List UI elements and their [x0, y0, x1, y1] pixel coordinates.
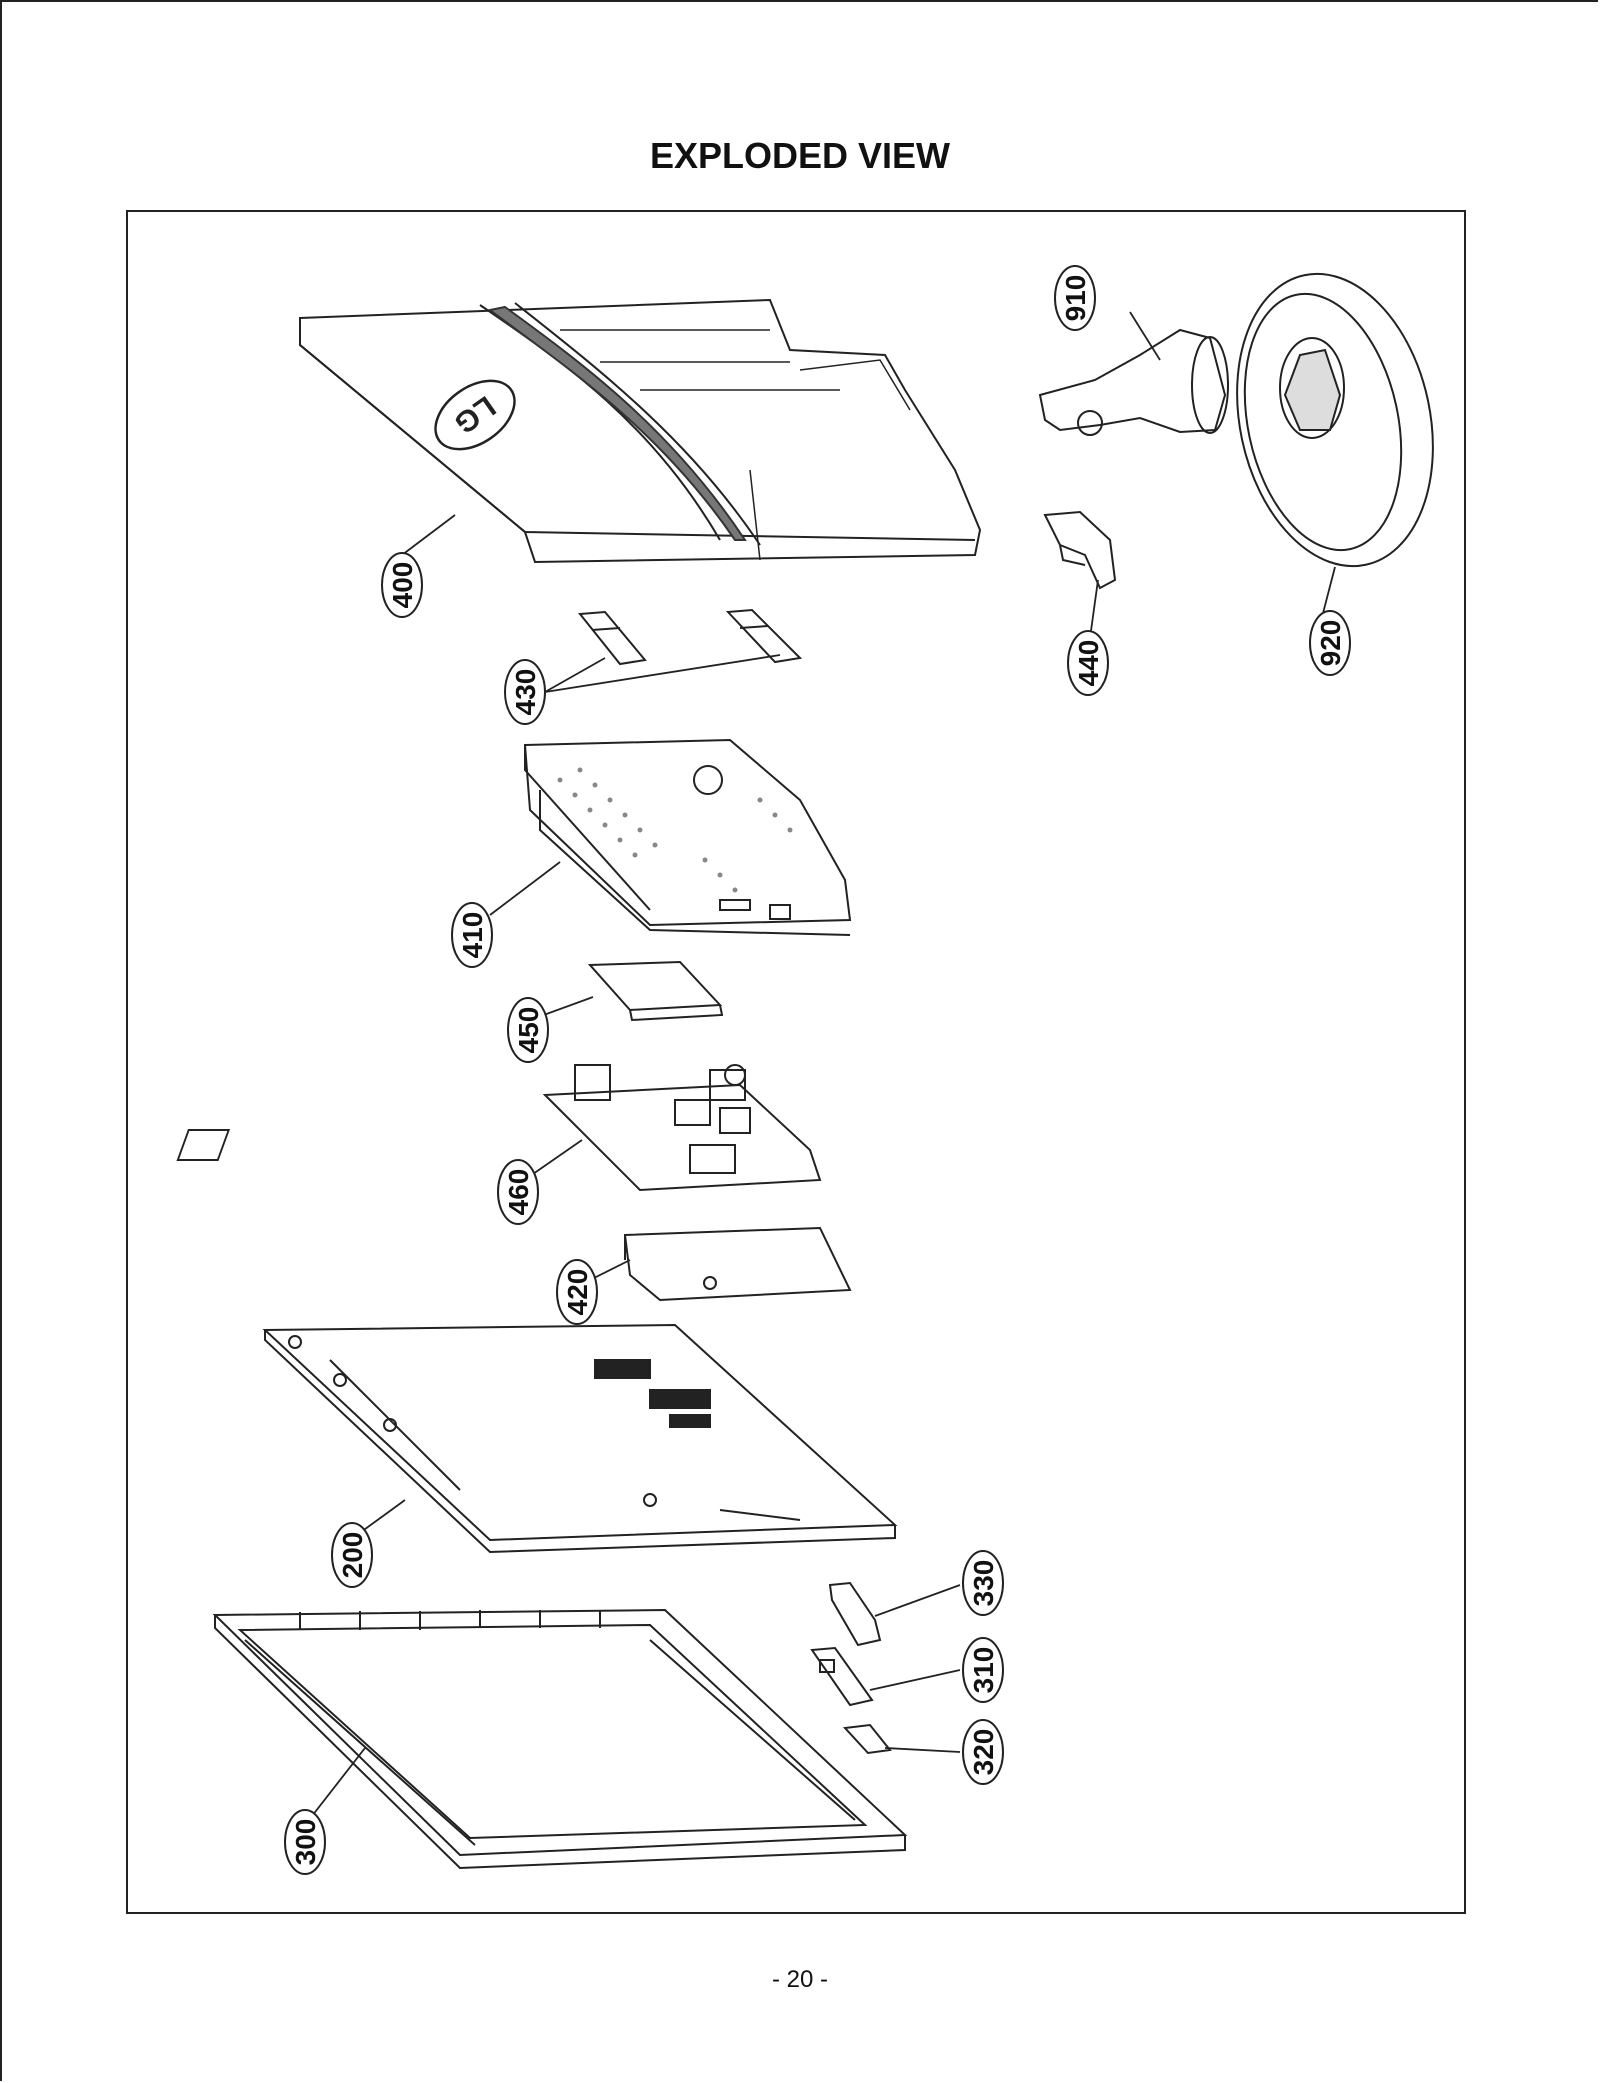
callout-430: 430: [504, 659, 546, 725]
callout-440-label: 440: [1073, 640, 1104, 687]
part-300-front-bezel: [212, 1608, 908, 1870]
part-430-brackets: [578, 608, 803, 666]
part-410-shield-case: [523, 738, 852, 936]
callout-330-label: 330: [968, 1560, 999, 1607]
callout-200: 200: [331, 1522, 373, 1588]
callout-910: 910: [1054, 265, 1096, 331]
callout-430-label: 430: [510, 669, 541, 716]
part-920-stand-base: [1236, 272, 1434, 568]
callout-410: 410: [451, 902, 493, 968]
part-200-lcd-panel: [262, 1323, 898, 1554]
callout-400-label: 400: [387, 562, 418, 609]
part-440-hinge-cover: [1043, 510, 1117, 590]
callout-420: 420: [556, 1259, 598, 1325]
callout-460: 460: [497, 1159, 539, 1225]
page-number: - 20 -: [771, 1966, 828, 1993]
callout-330: 330: [962, 1550, 1004, 1616]
callout-450: 450: [507, 997, 549, 1063]
callout-320: 320: [962, 1719, 1004, 1785]
part-450-small-board: [587, 960, 724, 1022]
callout-300-label: 300: [290, 1819, 321, 1866]
part-420-bracket-plate: [623, 1226, 852, 1302]
part-330-button: [828, 1581, 882, 1647]
callout-450-label: 450: [513, 1007, 544, 1054]
callout-310-label: 310: [968, 1647, 999, 1694]
callout-910-label: 910: [1060, 275, 1091, 322]
part-310-button: [810, 1646, 874, 1707]
callout-410-label: 410: [457, 912, 488, 959]
callout-920: 920: [1309, 610, 1351, 676]
callout-460-label: 460: [503, 1169, 534, 1216]
callout-440: 440: [1067, 630, 1109, 696]
part-910-stand-neck: [1038, 328, 1229, 436]
diagram-frame: [126, 210, 1466, 1914]
page-title: EXPLODED VIEW: [649, 135, 951, 176]
callout-310: 310: [962, 1637, 1004, 1703]
callout-200-label: 200: [337, 1532, 368, 1579]
callout-400: 400: [381, 552, 423, 618]
callout-300: 300: [284, 1809, 326, 1875]
part-320-button: [842, 1723, 892, 1755]
part-400-back-cover: LG: [299, 298, 982, 564]
part-460-power-board: [176, 1064, 822, 1192]
callout-920-label: 920: [1315, 620, 1346, 667]
callout-320-label: 320: [968, 1729, 999, 1776]
callout-420-label: 420: [562, 1269, 593, 1316]
